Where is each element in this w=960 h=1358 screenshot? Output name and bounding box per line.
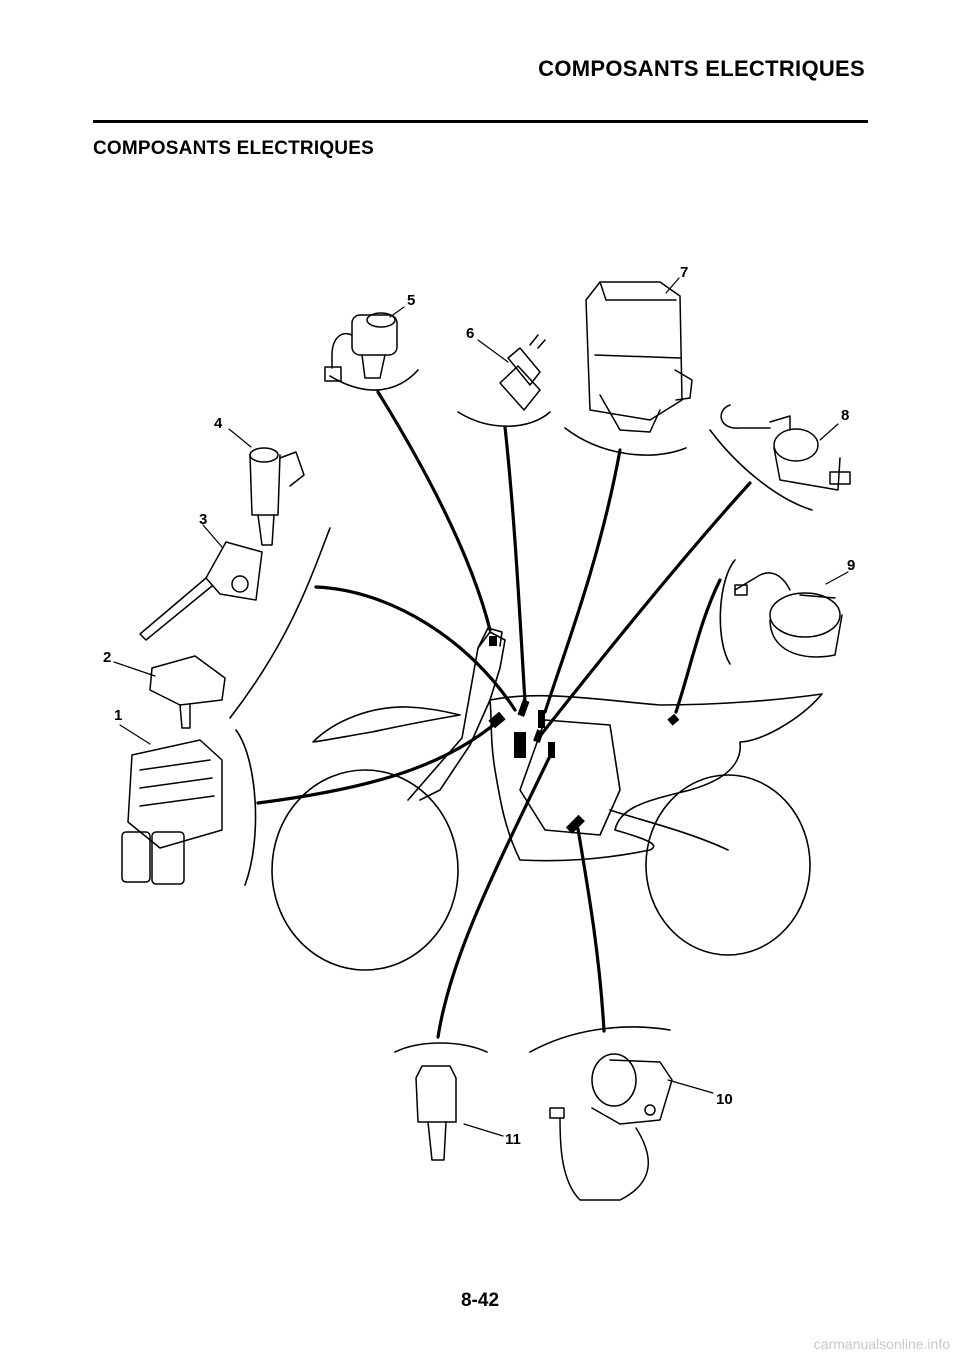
callout-numbers: 1 2 3 4 5 6 7 8 9 10 11 bbox=[103, 264, 855, 1148]
callout-3: 3 bbox=[199, 511, 207, 528]
ignition-coil-8 bbox=[720, 404, 851, 491]
callout-10: 10 bbox=[716, 1091, 733, 1108]
tps-3 bbox=[139, 541, 263, 641]
header-rule bbox=[93, 120, 868, 123]
sensor-5 bbox=[324, 312, 398, 382]
callout-lines bbox=[113, 277, 849, 1137]
fork bbox=[407, 631, 506, 801]
leader-wires bbox=[256, 390, 752, 1039]
sensor-6 bbox=[499, 334, 546, 411]
motorcycle-outline bbox=[271, 627, 823, 971]
handlebar bbox=[477, 627, 503, 649]
callout-9: 9 bbox=[847, 557, 855, 574]
injector-4 bbox=[249, 447, 305, 546]
frame-body bbox=[489, 693, 823, 862]
swingarm bbox=[609, 809, 729, 851]
page-number: 8-42 bbox=[460, 1290, 500, 1311]
callout-4: 4 bbox=[214, 415, 223, 432]
front-wheel bbox=[271, 769, 459, 971]
sensor-9 bbox=[734, 572, 843, 658]
temp-sensor-11 bbox=[415, 1065, 457, 1161]
rear-wheel bbox=[645, 774, 811, 956]
pressure-sensor-2 bbox=[149, 655, 226, 729]
ecu-7 bbox=[585, 281, 693, 433]
front-fender bbox=[312, 706, 461, 743]
engine-block bbox=[519, 719, 621, 836]
callout-8: 8 bbox=[841, 407, 849, 424]
section-title: COMPOSANTS ELECTRIQUES bbox=[93, 138, 374, 159]
watermark: carmanualsonline.info bbox=[813, 1336, 950, 1352]
callout-5: 5 bbox=[407, 292, 415, 309]
regulator-1 bbox=[121, 739, 223, 885]
callout-1: 1 bbox=[114, 707, 122, 724]
location-markers bbox=[488, 636, 680, 834]
crank-sensor-10 bbox=[549, 1053, 673, 1201]
callout-6: 6 bbox=[466, 325, 474, 342]
header-title: COMPOSANTS ELECTRIQUES bbox=[538, 56, 865, 81]
component-brackets bbox=[229, 369, 813, 1053]
callout-11: 11 bbox=[505, 1131, 521, 1148]
callout-2: 2 bbox=[103, 649, 111, 666]
callout-7: 7 bbox=[680, 264, 688, 281]
